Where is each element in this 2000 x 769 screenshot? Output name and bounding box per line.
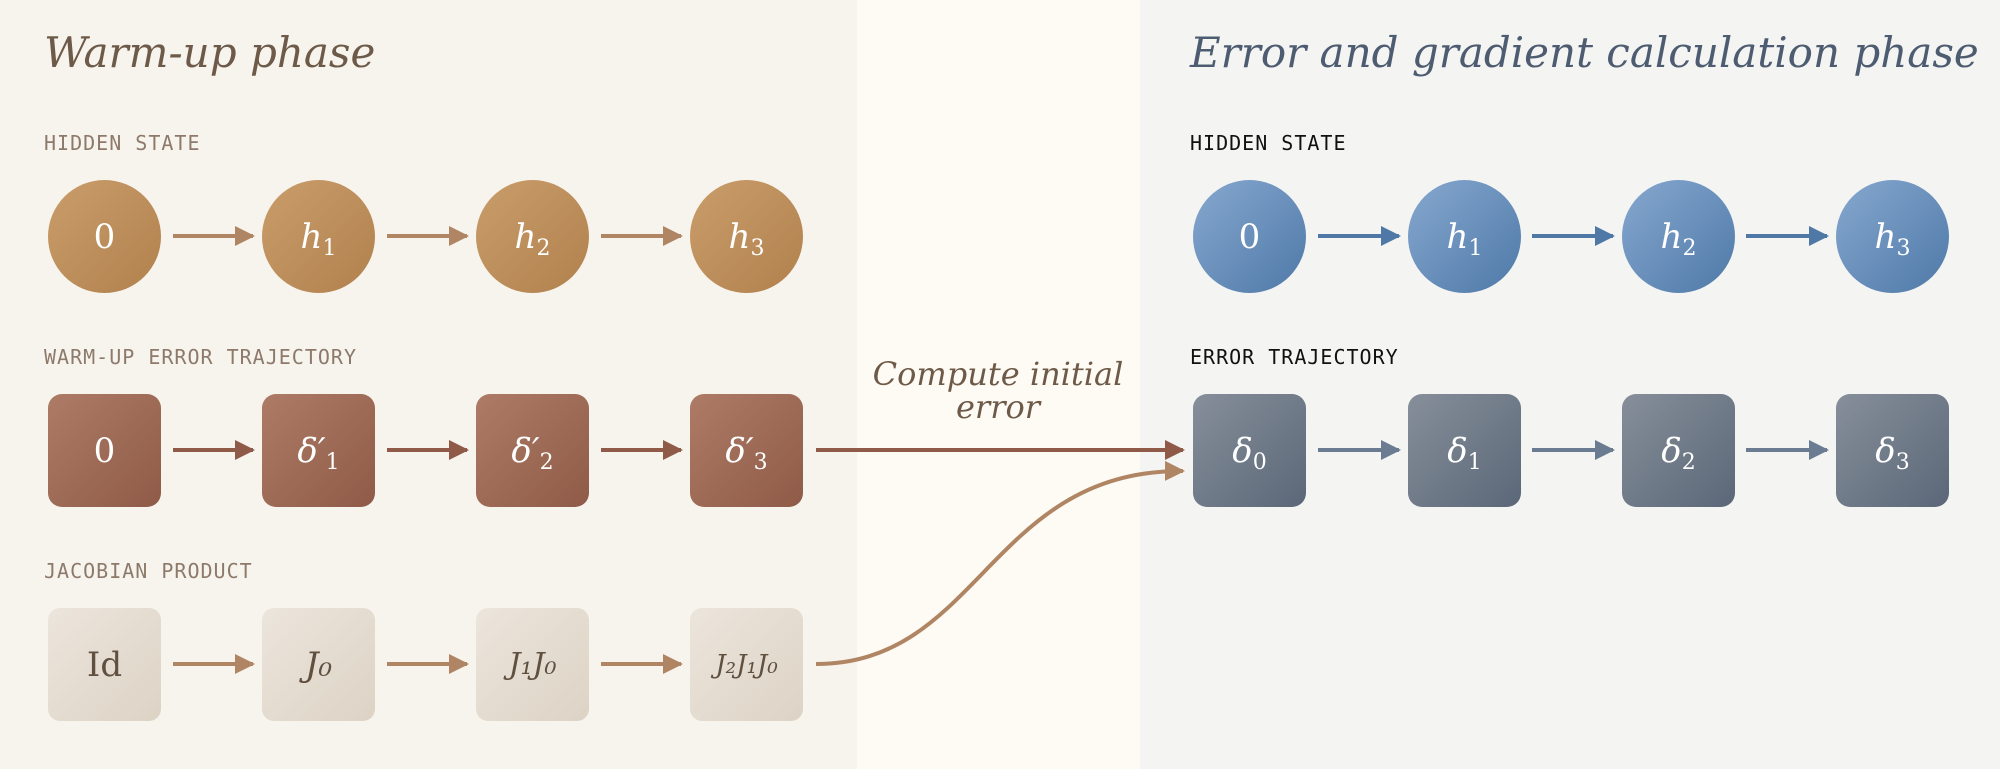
warmup-phase-title: Warm-up phase: [44, 28, 376, 77]
left-error-trajectory-label: WARM-UP ERROR TRAJECTORY: [44, 345, 357, 369]
error-node-1: δ1: [1408, 394, 1521, 507]
right-hidden-node-2: h2: [1622, 180, 1735, 293]
right-hidden-node-3: h3: [1836, 180, 1949, 293]
right-hidden-node-1: h1: [1408, 180, 1521, 293]
left-hidden-state-label: HIDDEN STATE: [44, 131, 201, 155]
annotation-line-1: Compute initial: [872, 355, 1124, 393]
left-hidden-node-3: h3: [690, 180, 803, 293]
error-node-3: δ3: [1836, 394, 1949, 507]
jacobian-node-1: J₀: [262, 608, 375, 721]
error-node-2: δ2: [1622, 394, 1735, 507]
right-error-trajectory-label: ERROR TRAJECTORY: [1190, 345, 1399, 369]
left-hidden-node-0: 0: [48, 180, 161, 293]
jacobian-node-3: J₂J₁J₀: [690, 608, 803, 721]
right-hidden-node-0: 0: [1193, 180, 1306, 293]
compute-initial-error-annotation: Compute initial error: [868, 358, 1128, 424]
warmup-error-node-0: 0: [48, 394, 161, 507]
gradient-panel: [1140, 0, 2000, 769]
warmup-error-node-1: δ′1: [262, 394, 375, 507]
jacobian-to-error-curve: [815, 460, 1185, 666]
left-hidden-node-2: h2: [476, 180, 589, 293]
warmup-error-node-2: δ′2: [476, 394, 589, 507]
left-hidden-node-1: h1: [262, 180, 375, 293]
error-node-0: δ0: [1193, 394, 1306, 507]
warmup-error-node-3: δ′3: [690, 394, 803, 507]
jacobian-product-label: JACOBIAN PRODUCT: [44, 559, 253, 583]
jacobian-node-0: Id: [48, 608, 161, 721]
jacobian-node-2: J₁J₀: [476, 608, 589, 721]
gradient-phase-title: Error and gradient calculation phase: [1190, 28, 1979, 77]
right-hidden-state-label: HIDDEN STATE: [1190, 131, 1347, 155]
annotation-line-2: error: [955, 388, 1041, 426]
